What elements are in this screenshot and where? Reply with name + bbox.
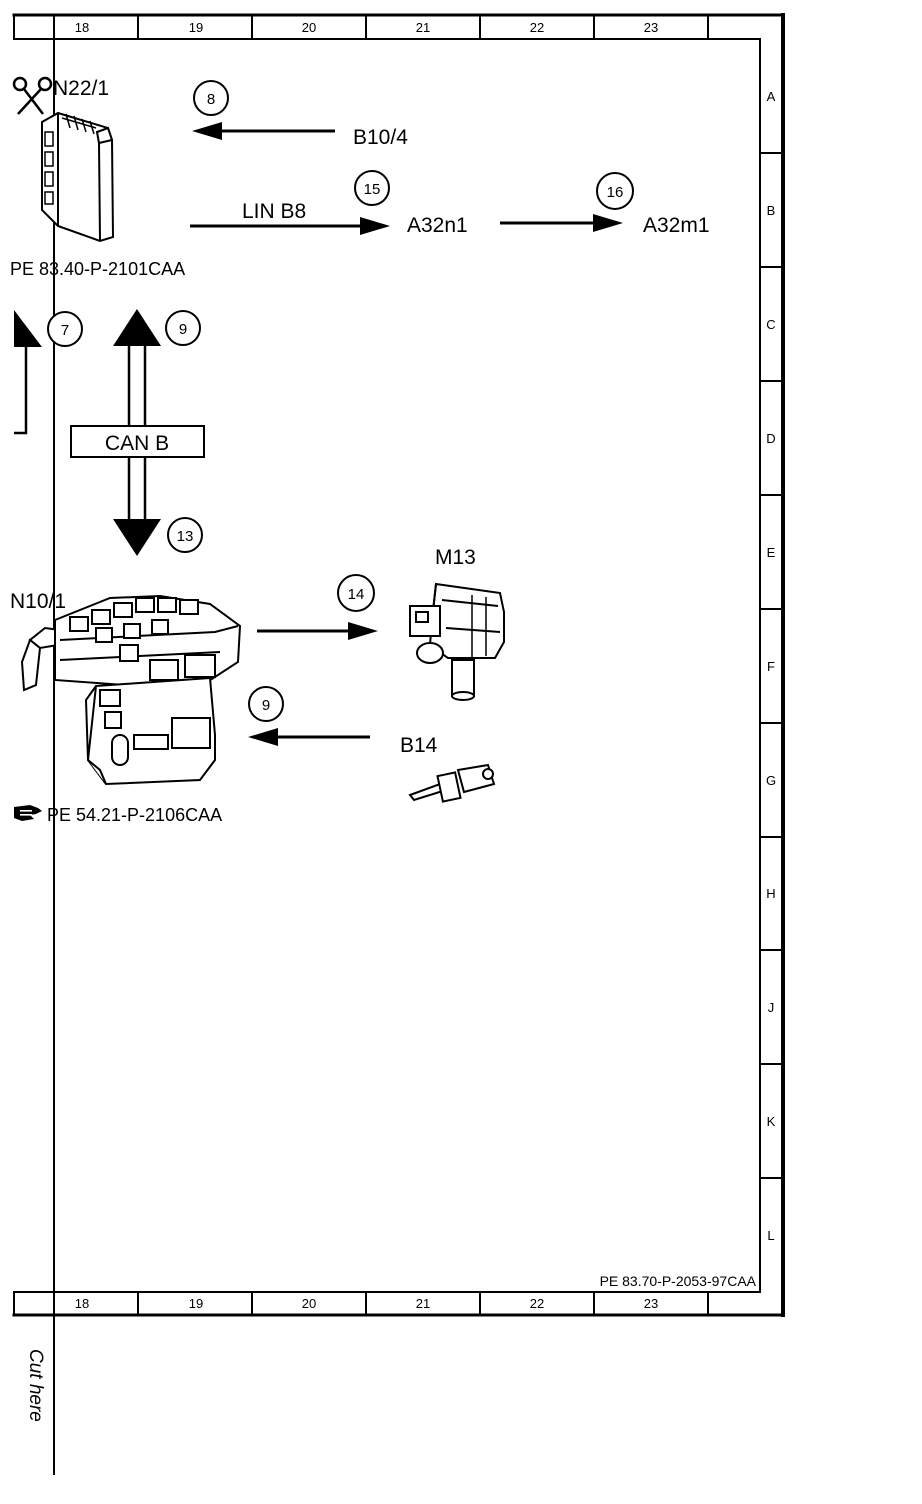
svg-text:7: 7	[61, 322, 69, 339]
row-label: C	[766, 317, 775, 332]
svg-text:13: 13	[177, 528, 194, 545]
row-label: B	[767, 203, 776, 218]
cut-here-label: Cut here	[25, 1349, 46, 1422]
signal-16-marker: 16	[596, 172, 634, 210]
can-b-box: CAN B	[70, 425, 205, 458]
column-label: 23	[644, 20, 658, 35]
signal-13-marker: 13	[167, 517, 203, 553]
signal-16-arrow	[500, 214, 623, 232]
coolant-pump-icon	[409, 582, 505, 701]
row-label: A	[767, 89, 776, 104]
signal-9-bottom-arrow	[248, 728, 370, 746]
column-label: 23	[644, 1296, 658, 1311]
column-label: 21	[416, 1296, 430, 1311]
temperature-sensor-icon	[408, 763, 496, 803]
column-label: 19	[189, 1296, 203, 1311]
signal-9-top-marker: 9	[165, 310, 201, 346]
svg-text:9: 9	[179, 321, 187, 338]
signal-7-arrow	[14, 310, 42, 435]
column-labels-top: 18 19 20 21 22 23	[75, 20, 658, 35]
scissors-icon	[12, 76, 53, 115]
fuse-relay-box-icon	[20, 594, 242, 786]
can-b-label: CAN B	[105, 432, 169, 455]
svg-text:15: 15	[364, 181, 381, 198]
row-label: J	[768, 1000, 775, 1015]
column-label: 20	[302, 20, 316, 35]
column-label: 22	[530, 20, 544, 35]
row-label: L	[767, 1228, 774, 1243]
svg-text:9: 9	[262, 697, 270, 714]
column-label: 18	[75, 20, 89, 35]
row-label: G	[766, 773, 776, 788]
column-label: 18	[75, 1296, 89, 1311]
row-label: K	[767, 1114, 776, 1129]
pointing-hand-icon	[14, 805, 42, 821]
column-label: 19	[189, 20, 203, 35]
lin-arrow	[190, 217, 390, 235]
drawing-frame	[12, 13, 785, 1475]
control-unit-icon	[41, 111, 115, 243]
signal-8-arrow	[192, 122, 335, 140]
n22-1-reference: PE 83.40-P-2101CAA	[10, 259, 185, 279]
signal-8-marker: 8	[193, 80, 229, 116]
lin-b8-label: LIN B8	[242, 200, 306, 223]
signal-14-arrow	[257, 622, 378, 640]
n22-1-label: N22/1	[53, 77, 109, 100]
signal-14-marker: 14	[337, 574, 375, 612]
signal-15-marker: 15	[354, 170, 390, 206]
row-label: H	[766, 886, 775, 901]
a32n1-label: A32n1	[407, 214, 468, 237]
svg-text:14: 14	[348, 586, 365, 603]
column-labels-bottom: 18 19 20 21 22 23	[75, 1296, 658, 1311]
n10-1-reference: PE 54.21-P-2106CAA	[47, 805, 222, 825]
drawing-reference: PE 83.70-P-2053-97CAA	[600, 1273, 757, 1289]
signal-7-marker: 7	[47, 311, 83, 347]
b10-4-label: B10/4	[353, 126, 408, 149]
row-label: F	[767, 659, 775, 674]
column-label: 22	[530, 1296, 544, 1311]
column-label: 21	[416, 20, 430, 35]
column-label: 20	[302, 1296, 316, 1311]
svg-text:16: 16	[607, 184, 624, 201]
signal-9-bottom-marker: 9	[248, 686, 284, 722]
row-labels: A B C D E F G H J K L	[766, 89, 776, 1243]
b14-label: B14	[400, 734, 438, 757]
svg-text:8: 8	[207, 91, 215, 108]
a32m1-label: A32m1	[643, 214, 710, 237]
n10-1-label: N10/1	[10, 590, 66, 613]
m13-label: M13	[435, 546, 476, 569]
row-label: E	[767, 545, 776, 560]
row-label: D	[766, 431, 775, 446]
